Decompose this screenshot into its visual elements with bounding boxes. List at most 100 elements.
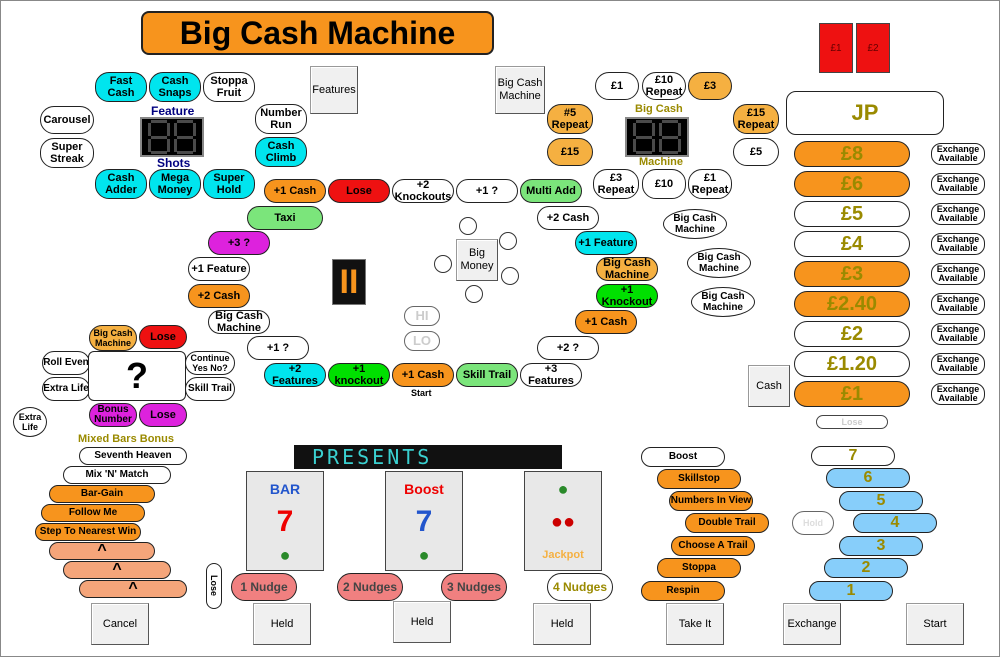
feature-shots-display bbox=[140, 117, 204, 157]
trail-2-cash-l: +2 Cash bbox=[188, 284, 250, 308]
mixed-bars-item: Follow Me bbox=[41, 504, 145, 522]
prize-ladder-step: £3 bbox=[794, 261, 910, 287]
coin-1[interactable]: £1 bbox=[819, 23, 853, 73]
lose-vertical-text: Lose bbox=[209, 575, 219, 597]
reel-3-bot: Jackpot bbox=[542, 549, 584, 561]
number-ladder-step: 5 bbox=[839, 491, 923, 511]
presents-text: PRESENTS bbox=[312, 445, 433, 469]
cash-snaps: Cash Snaps bbox=[149, 72, 201, 102]
trail-1-knockout-l: +1 knockout bbox=[328, 363, 390, 387]
fast-cash: Fast Cash bbox=[95, 72, 147, 102]
skill-feature-item: Respin bbox=[641, 581, 725, 601]
big-cash-machine-button[interactable]: Big Cash Machine bbox=[495, 66, 545, 114]
exchange-button[interactable]: Exchange bbox=[783, 603, 841, 645]
trail-taxi: Taxi bbox=[247, 206, 323, 230]
number-ladder-step: 6 bbox=[826, 468, 910, 488]
lose-vertical: Lose bbox=[206, 563, 222, 609]
prize-ladder-step: £8 bbox=[794, 141, 910, 167]
big-cash-display bbox=[625, 117, 689, 157]
reel-1-bot: ● bbox=[279, 544, 291, 565]
prize-ladder-step: £2 bbox=[794, 321, 910, 347]
reel-2: Boost 7 ● bbox=[385, 471, 463, 571]
centre-light bbox=[499, 232, 517, 250]
prize-ladder-step: £6 bbox=[794, 171, 910, 197]
mystery-continue: Continue Yes No? bbox=[185, 351, 235, 375]
repeat-5: #5 Repeat bbox=[547, 104, 593, 134]
cancel-button[interactable]: Cancel bbox=[91, 603, 149, 645]
skill-feature-item: Skillstop bbox=[657, 469, 741, 489]
lo-light: LO bbox=[404, 331, 440, 351]
digit bbox=[633, 120, 655, 154]
number-ladder-step: 4 bbox=[853, 513, 937, 533]
trail-big-cash-machine-l: Big Cash Machine bbox=[208, 310, 270, 334]
trail-1-feature-l: +1 Feature bbox=[188, 257, 250, 281]
number-ladder-step: 3 bbox=[839, 536, 923, 556]
nudge-1[interactable]: 1 Nudge bbox=[231, 573, 297, 601]
mystery-extra-life-2: Extra Life bbox=[13, 407, 47, 437]
reel-3: ● ●● Jackpot bbox=[524, 471, 602, 571]
jackpot-box: JP bbox=[786, 91, 944, 135]
bcm-oval-1: Big Cash Machine bbox=[663, 209, 727, 239]
presents-display: PRESENTS bbox=[294, 445, 562, 469]
trail-2-question: +2 ? bbox=[537, 336, 599, 360]
mixed-bars-item: Mix 'N' Match bbox=[63, 466, 171, 484]
mixed-bars-title: Mixed Bars Bonus bbox=[78, 433, 174, 445]
big-money-button[interactable]: Big Money bbox=[456, 239, 498, 281]
mixed-bars-item: Step To Nearest Win bbox=[35, 523, 141, 541]
mystery-skill-trail: Skill Trail bbox=[185, 377, 235, 401]
shots-label: Shots bbox=[157, 156, 191, 170]
centre-light bbox=[434, 255, 452, 273]
coin-2-label: £2 bbox=[867, 42, 879, 54]
exchange-available-badge: Exchange Available bbox=[931, 383, 985, 405]
game-title: Big Cash Machine bbox=[141, 11, 494, 55]
trail-2-features: +2 Features bbox=[264, 363, 326, 387]
exchange-available-badge: Exchange Available bbox=[931, 293, 985, 315]
prize-10: £10 bbox=[642, 169, 686, 199]
ladder-lose: Lose bbox=[816, 415, 888, 429]
reel-1-mid: 7 bbox=[276, 505, 294, 538]
prize-3-repeat: £3 Repeat bbox=[593, 169, 639, 199]
reel-1-top: BAR bbox=[269, 481, 301, 497]
start-button[interactable]: Start bbox=[906, 603, 964, 645]
exchange-available-badge: Exchange Available bbox=[931, 143, 985, 165]
big-cash-label: Big Cash bbox=[635, 103, 683, 115]
skill-feature-item: Boost bbox=[641, 447, 725, 467]
mixed-bars-item: ^ bbox=[79, 580, 187, 598]
mixed-bars-item: Bar-Gain bbox=[49, 485, 155, 503]
cash-button[interactable]: Cash bbox=[748, 365, 790, 407]
held-button-1[interactable]: Held bbox=[253, 603, 311, 645]
skill-feature-item: Numbers In View bbox=[669, 491, 753, 511]
trail-1-question-l: +1 ? bbox=[247, 336, 309, 360]
mystery-bonus-number: Bonus Number bbox=[89, 403, 137, 427]
held-button-2[interactable]: Held bbox=[393, 601, 451, 643]
prize-15-repeat: £15 Repeat bbox=[733, 104, 779, 134]
mystery-question: ? bbox=[88, 351, 186, 401]
mini-reel-icon: II bbox=[332, 259, 366, 305]
nudge-3[interactable]: 3 Nudges bbox=[441, 573, 507, 601]
exchange-available-badge: Exchange Available bbox=[931, 353, 985, 375]
mixed-bars-item: Seventh Heaven bbox=[79, 447, 187, 465]
trail-multi-add: Multi Add bbox=[520, 179, 582, 203]
take-it-button[interactable]: Take It bbox=[666, 603, 724, 645]
trail-1-feature-r: +1 Feature bbox=[575, 231, 637, 255]
prize-ladder-step: £1 bbox=[794, 381, 910, 407]
mega-money: Mega Money bbox=[149, 169, 201, 199]
exchange-available-badge: Exchange Available bbox=[931, 323, 985, 345]
nudge-2[interactable]: 2 Nudges bbox=[337, 573, 403, 601]
number-ladder-step: 2 bbox=[824, 558, 908, 578]
bcm-oval-2: Big Cash Machine bbox=[687, 248, 751, 278]
prize-1: £1 bbox=[595, 72, 639, 100]
trail-skill-trail: Skill Trail bbox=[456, 363, 518, 387]
stoppa-fruit: Stoppa Fruit bbox=[203, 72, 255, 102]
start-label: Start bbox=[411, 388, 432, 398]
features-button[interactable]: Features bbox=[310, 66, 358, 114]
coin-2[interactable]: £2 bbox=[856, 23, 890, 73]
mystery-lose-2: Lose bbox=[139, 403, 187, 427]
number-run: Number Run bbox=[255, 104, 307, 134]
exchange-available-badge: Exchange Available bbox=[931, 263, 985, 285]
prize-ladder-step: £4 bbox=[794, 231, 910, 257]
trail-1-question: +1 ? bbox=[456, 179, 518, 203]
held-button-3[interactable]: Held bbox=[533, 603, 591, 645]
nudge-4[interactable]: 4 Nudges bbox=[547, 573, 613, 601]
trail-1-cash-r: +1 Cash bbox=[575, 310, 637, 334]
